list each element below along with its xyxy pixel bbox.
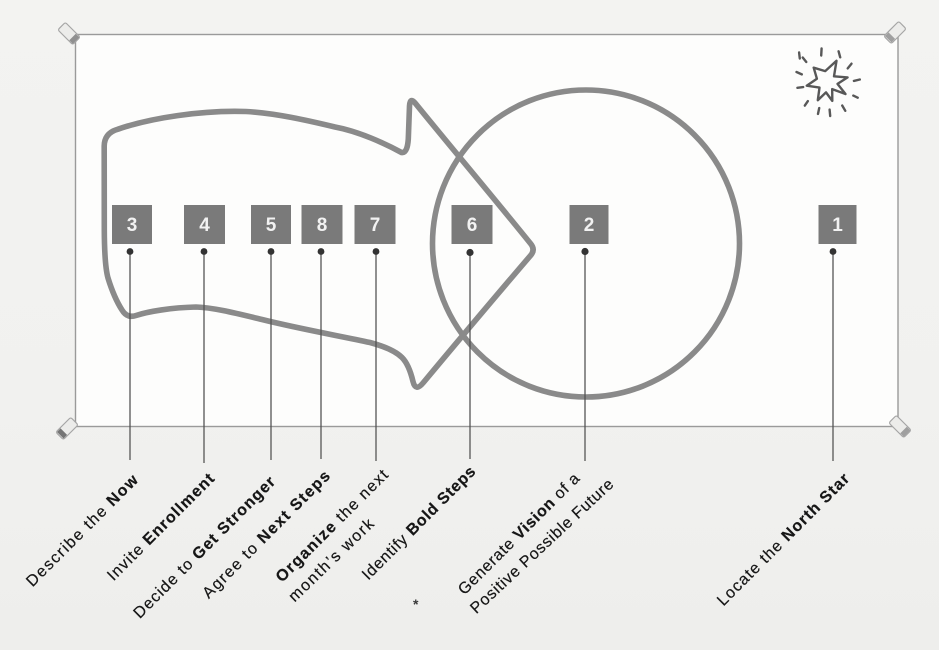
svg-text:*: * <box>413 596 419 612</box>
svg-text:3: 3 <box>127 215 138 236</box>
svg-text:4: 4 <box>199 215 210 236</box>
svg-text:2: 2 <box>584 215 595 236</box>
svg-text:6: 6 <box>467 215 478 236</box>
svg-text:1: 1 <box>832 215 843 236</box>
svg-text:5: 5 <box>266 215 277 236</box>
svg-text:8: 8 <box>317 215 328 236</box>
svg-text:7: 7 <box>370 215 381 236</box>
